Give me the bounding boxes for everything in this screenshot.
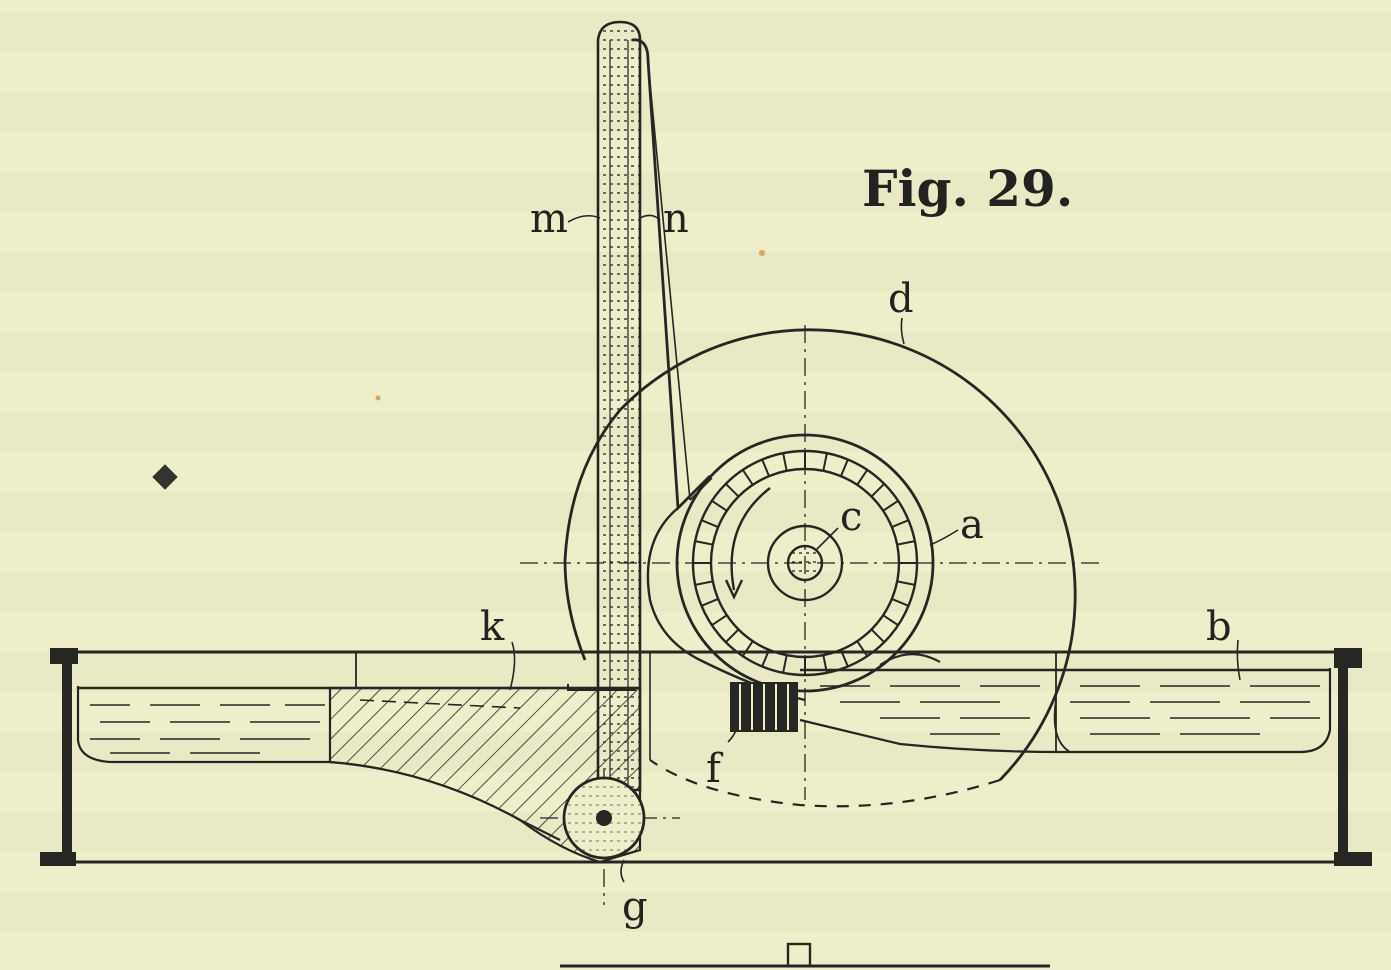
- ink-blot: [152, 464, 178, 490]
- label-f: f: [706, 746, 724, 792]
- wheel-tooth: [711, 614, 728, 627]
- wheel-tooth: [840, 649, 849, 667]
- roller-g: [562, 776, 646, 860]
- wheel-tooth: [761, 459, 770, 477]
- label-d: d: [888, 276, 914, 322]
- wheel-tooth: [896, 580, 916, 586]
- wheel-tooth: [782, 654, 788, 674]
- paper-spot: [375, 395, 381, 401]
- wheel-tooth: [882, 499, 899, 512]
- tube-m: [596, 20, 642, 792]
- water-right: [820, 685, 1320, 735]
- wheel-tooth: [782, 452, 788, 472]
- scraper-detail: [879, 653, 941, 666]
- wheel-tooth: [856, 469, 869, 486]
- label-a: a: [960, 502, 984, 548]
- hatched-block-k: [328, 684, 642, 864]
- wheel-tooth: [891, 519, 909, 528]
- axle-c: [786, 544, 824, 582]
- knob-f: [730, 682, 798, 732]
- label-c: c: [840, 494, 862, 540]
- wheel-a: [675, 433, 935, 693]
- wheel-tooth: [840, 459, 849, 477]
- wheel-tooth: [701, 598, 719, 607]
- label-b: b: [1206, 604, 1232, 650]
- wheel-tooth: [870, 628, 885, 643]
- figure-title: Fig. 29.: [862, 159, 1073, 218]
- disc-d: [563, 328, 1077, 808]
- wheel-tooth: [822, 452, 828, 472]
- water-left: [90, 704, 325, 754]
- leader-lines: [509, 214, 1241, 883]
- wheel-tooth: [741, 469, 754, 486]
- wheel-tooth: [882, 614, 899, 627]
- wheel-tooth: [822, 654, 828, 674]
- wheel-tooth: [694, 540, 714, 546]
- label-n: n: [663, 196, 689, 242]
- paper-spot: [759, 250, 765, 256]
- rotation-arrow-icon: [724, 487, 771, 600]
- wheel-tooth: [856, 640, 869, 657]
- bleed-through-texture: [0, 12, 1391, 932]
- wheel-tooth: [761, 649, 770, 667]
- label-m: m: [530, 196, 568, 242]
- label-k: k: [480, 604, 505, 650]
- label-g: g: [622, 884, 648, 930]
- wheel-tooth: [891, 598, 909, 607]
- wheel-tooth: [701, 519, 719, 528]
- wheel-tooth: [725, 628, 740, 643]
- wheel-tooth: [896, 540, 916, 546]
- wheel-tooth: [870, 483, 885, 498]
- wheel-tooth: [694, 580, 714, 586]
- wheel-tooth: [741, 640, 754, 657]
- wheel-tooth: [725, 483, 740, 498]
- wheel-tooth: [711, 499, 728, 512]
- next-figure-fragment: [560, 942, 1050, 968]
